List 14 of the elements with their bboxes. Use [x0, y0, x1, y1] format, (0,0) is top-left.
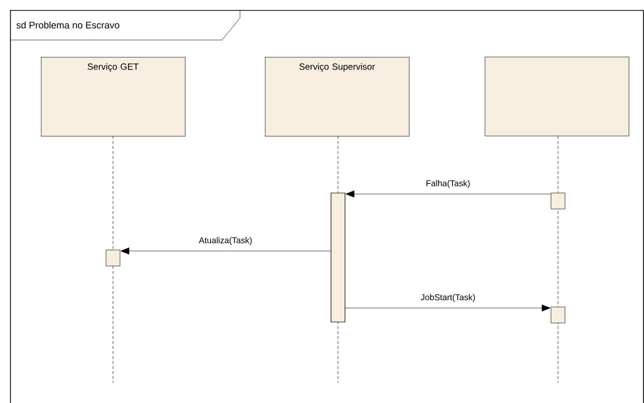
- lifeline-head: Serviço GET: [41, 57, 186, 136]
- frame-title: sd Problema no Escravo: [16, 22, 120, 28]
- message-label: JobStart(Task): [420, 293, 476, 303]
- execution-box: [550, 306, 566, 324]
- message-arrow: [345, 304, 550, 312]
- message-label: Falha(Task): [424, 179, 472, 189]
- lifeline-head: [484, 56, 630, 136]
- execution-box: [550, 192, 566, 210]
- lifeline-head: Serviço Supervisor: [265, 57, 410, 136]
- activation-bar: [330, 192, 346, 322]
- message-arrow: [120, 248, 331, 254]
- execution-box: [106, 250, 120, 266]
- message-arrow: [346, 190, 551, 198]
- message-label: Atualiza(Task): [198, 236, 254, 246]
